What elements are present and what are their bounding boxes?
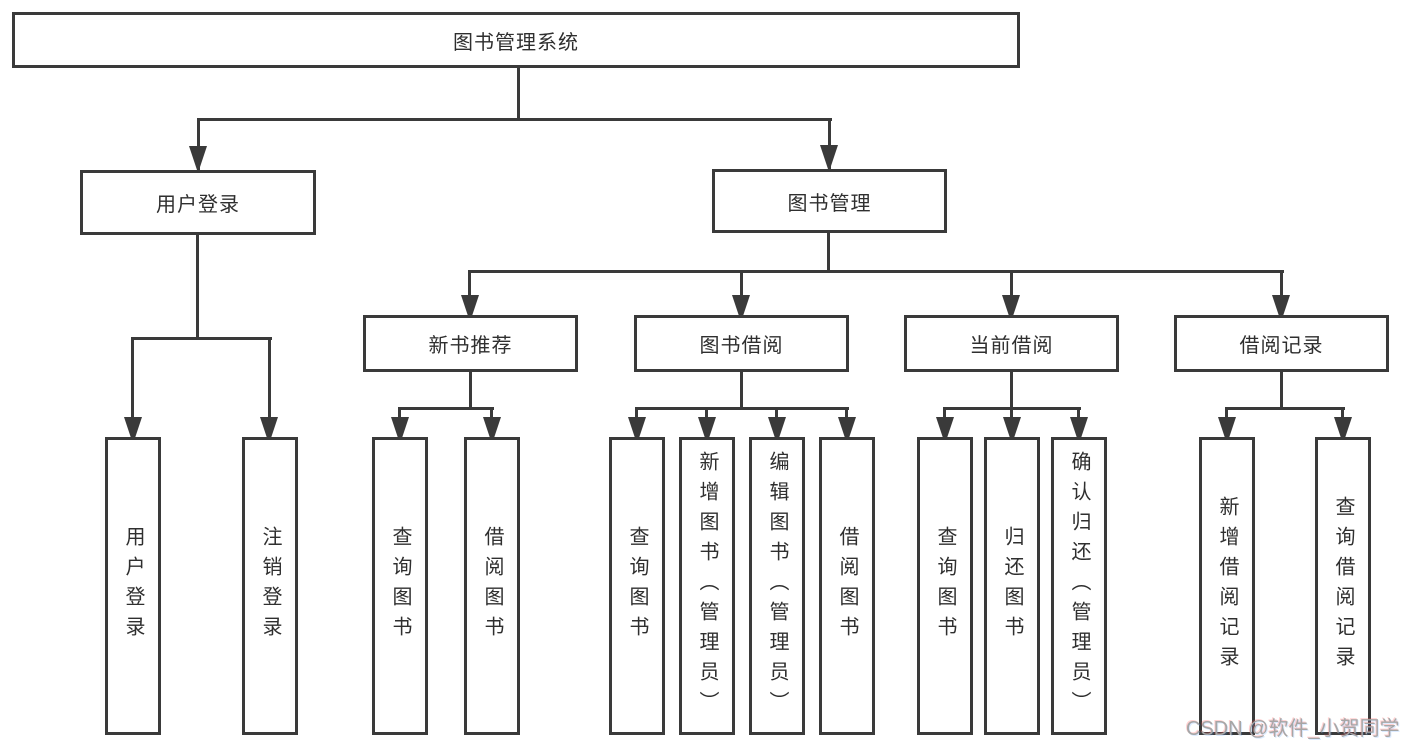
connector-line: [197, 118, 832, 121]
connector-line: [268, 337, 271, 437]
arrow-down-icon: [189, 146, 207, 173]
leaf-current-confirm-return-admin: 确认归还（管理员）: [1051, 437, 1107, 735]
connector-line: [1225, 407, 1345, 410]
leaf-logout: 注销登录: [242, 437, 298, 735]
connector-line: [131, 337, 134, 437]
connector-line: [1010, 372, 1013, 407]
leaf-borrow-edit-books-admin: 编辑图书（管理员）: [749, 437, 805, 735]
connector-line: [398, 407, 494, 410]
node-borrow-records: 借阅记录: [1174, 315, 1389, 372]
connector-line: [1280, 372, 1283, 407]
node-new-book-recommend: 新书推荐: [363, 315, 578, 372]
connector-line: [517, 68, 520, 119]
leaf-records-add-record: 新增借阅记录: [1199, 437, 1255, 735]
connector-line: [635, 407, 849, 410]
connector-line: [828, 118, 831, 169]
node-book-borrow: 图书借阅: [634, 315, 849, 372]
connector-line: [197, 118, 200, 170]
connector-line: [468, 270, 1284, 273]
connector-line: [1280, 270, 1283, 315]
connector-line: [468, 270, 471, 315]
leaf-borrow-borrow-books: 借阅图书: [819, 437, 875, 735]
leaf-current-return-books: 归还图书: [984, 437, 1040, 735]
connector-line: [469, 372, 472, 407]
connector-line: [1010, 270, 1013, 315]
node-current-borrow: 当前借阅: [904, 315, 1119, 372]
leaf-records-query-record: 查询借阅记录: [1315, 437, 1371, 735]
connector-line: [131, 337, 272, 340]
leaf-rec-query-books: 查询图书: [372, 437, 428, 735]
node-book-management: 图书管理: [712, 169, 947, 233]
leaf-borrow-query-books: 查询图书: [609, 437, 665, 735]
arrow-down-icon: [820, 145, 838, 172]
node-library-management-system: 图书管理系统: [12, 12, 1020, 68]
connector-line: [827, 233, 830, 270]
leaf-current-query-books: 查询图书: [917, 437, 973, 735]
leaf-borrow-add-books-admin: 新增图书（管理员）: [679, 437, 735, 735]
connector-line: [740, 372, 743, 407]
connector-line: [196, 235, 199, 337]
csdn-watermark: CSDN @软件_小贺同学: [1186, 718, 1400, 740]
leaf-user-login: 用户登录: [105, 437, 161, 735]
leaf-rec-borrow-books: 借阅图书: [464, 437, 520, 735]
connector-line: [740, 270, 743, 315]
node-user-login: 用户登录: [80, 170, 316, 235]
